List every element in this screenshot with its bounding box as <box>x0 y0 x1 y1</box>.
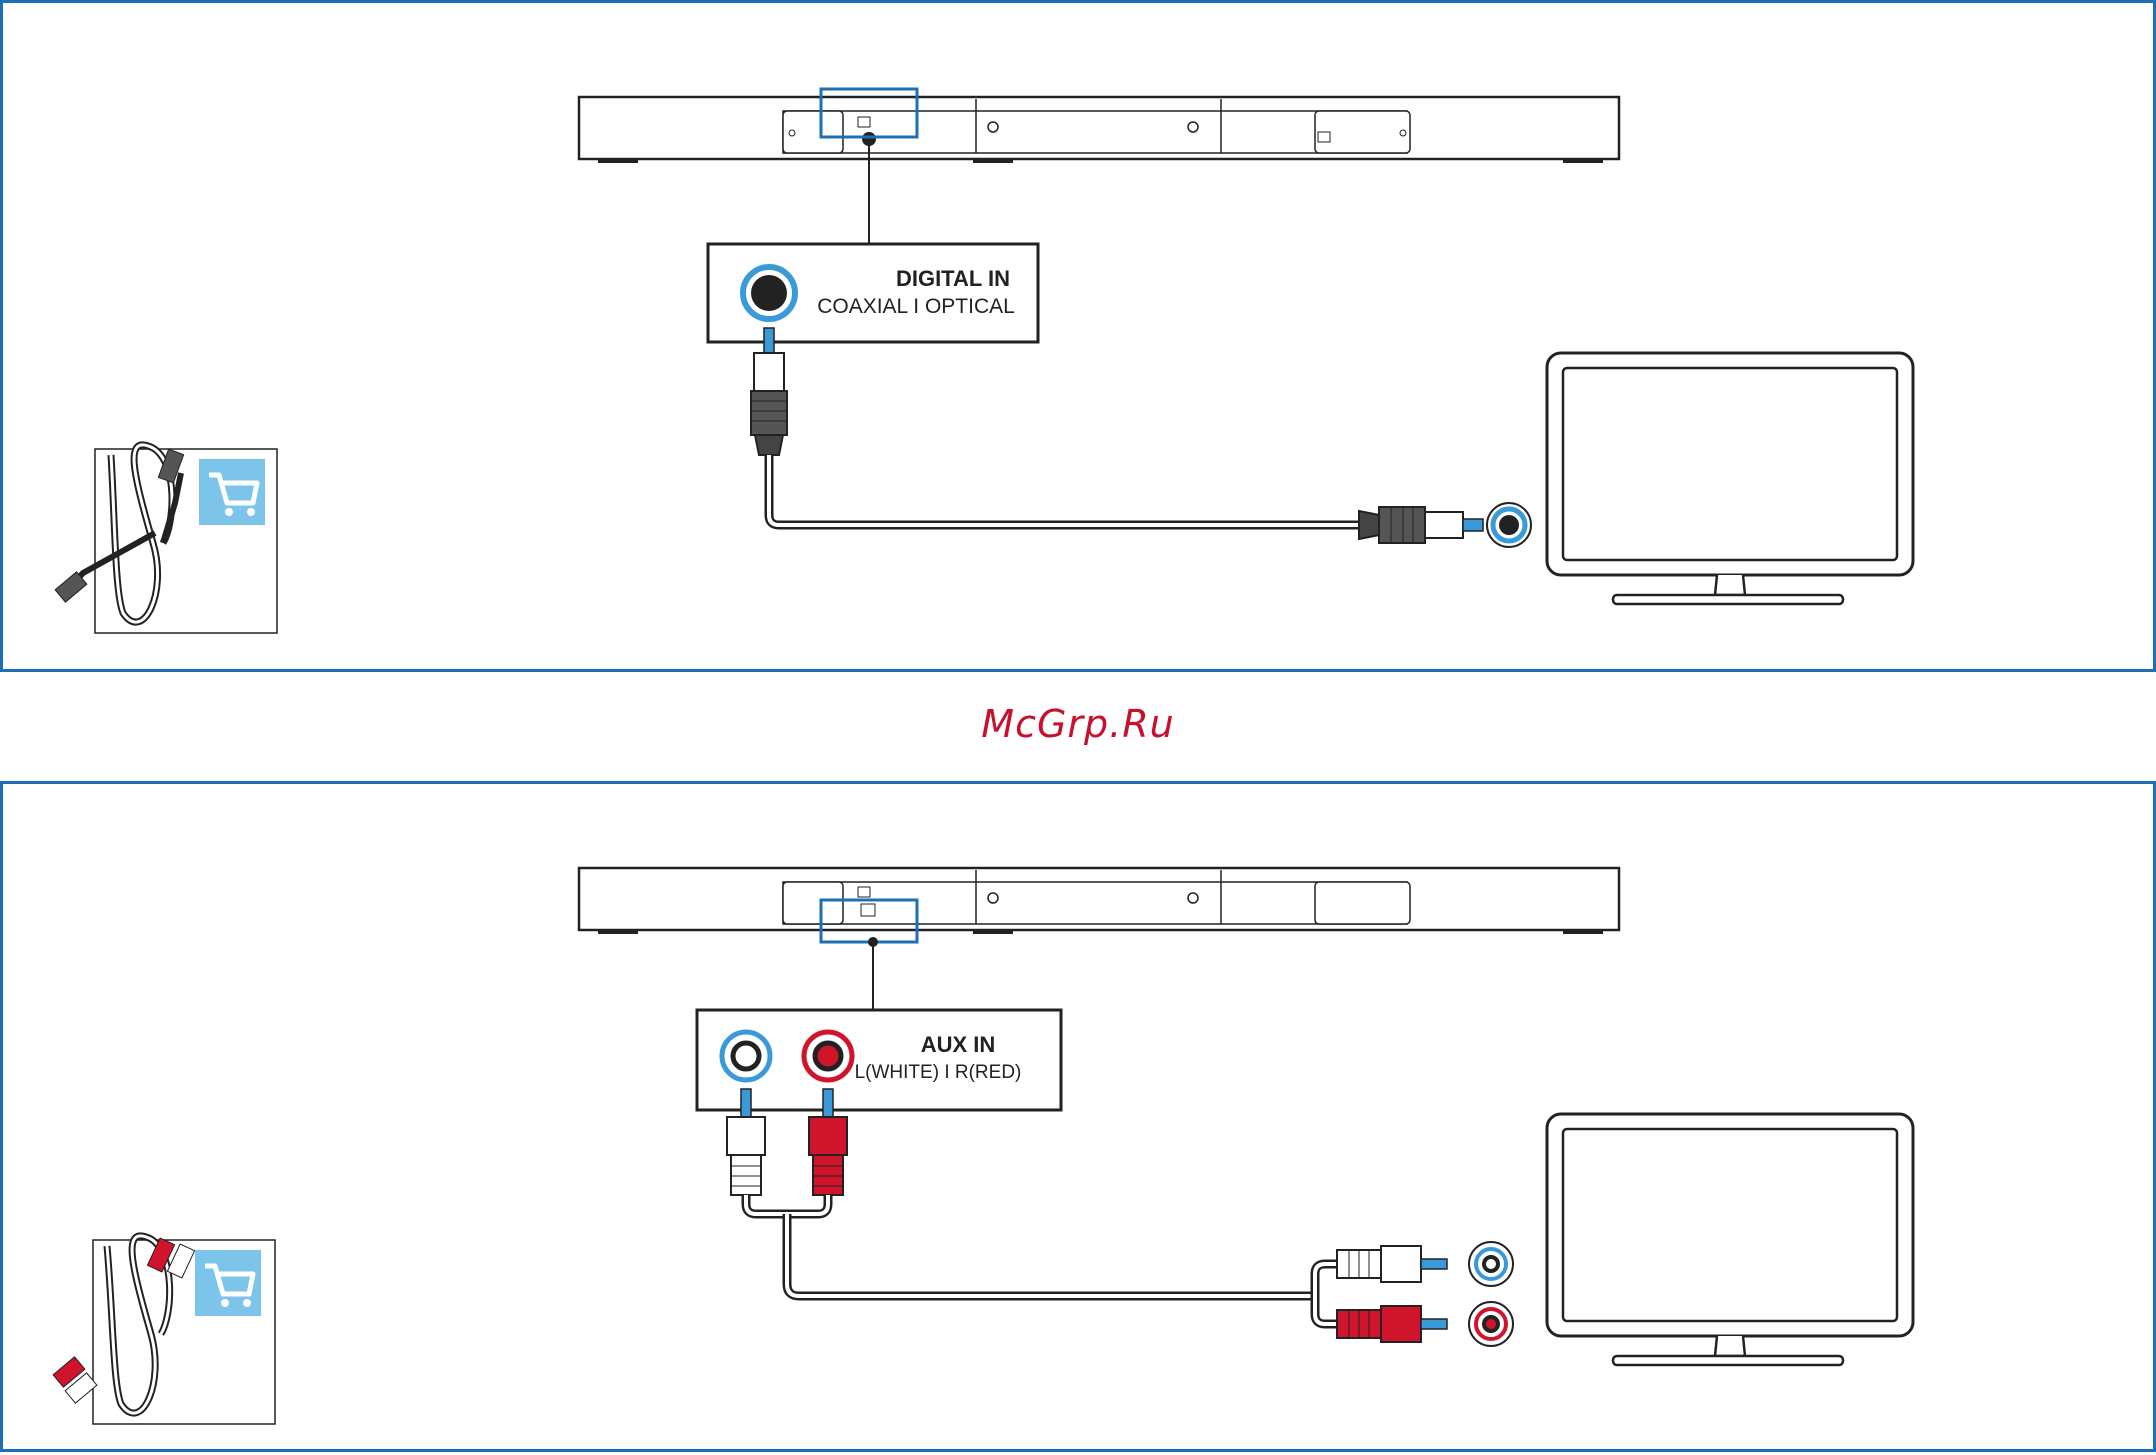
rca-red-plug-tv <box>1337 1302 1513 1346</box>
watermark-text: McGrp.Ru <box>0 702 2156 746</box>
aux-connection-diagram: AUX IN L(WHITE) I R(RED) <box>3 784 2156 1455</box>
tv <box>1547 353 1913 604</box>
aux-connection-panel: AUX IN L(WHITE) I R(RED) <box>0 781 2156 1452</box>
rca-cable <box>746 1195 1337 1324</box>
coaxial-connection-panel: DIGITAL IN COAXIAL I OPTICAL <box>0 0 2156 672</box>
coaxial-plug-soundbar <box>751 328 787 455</box>
coaxial-cable-accessory <box>55 445 277 633</box>
port-subtitle: COAXIAL I OPTICAL <box>817 295 1015 318</box>
port-title: AUX IN <box>921 1032 996 1057</box>
digital-in-label-box: DIGITAL IN COAXIAL I OPTICAL <box>708 244 1038 342</box>
tv <box>1547 1114 1913 1365</box>
coaxial-connection-diagram: DIGITAL IN COAXIAL I OPTICAL <box>3 3 2156 675</box>
rca-white-plug-tv <box>1337 1242 1513 1286</box>
rca-cable-accessory <box>53 1236 275 1424</box>
port-subtitle: L(WHITE) I R(RED) <box>855 1062 1022 1083</box>
soundbar <box>579 868 1619 947</box>
port-title: DIGITAL IN <box>896 266 1010 291</box>
coaxial-plug-tv <box>1359 503 1531 547</box>
soundbar <box>579 89 1619 163</box>
